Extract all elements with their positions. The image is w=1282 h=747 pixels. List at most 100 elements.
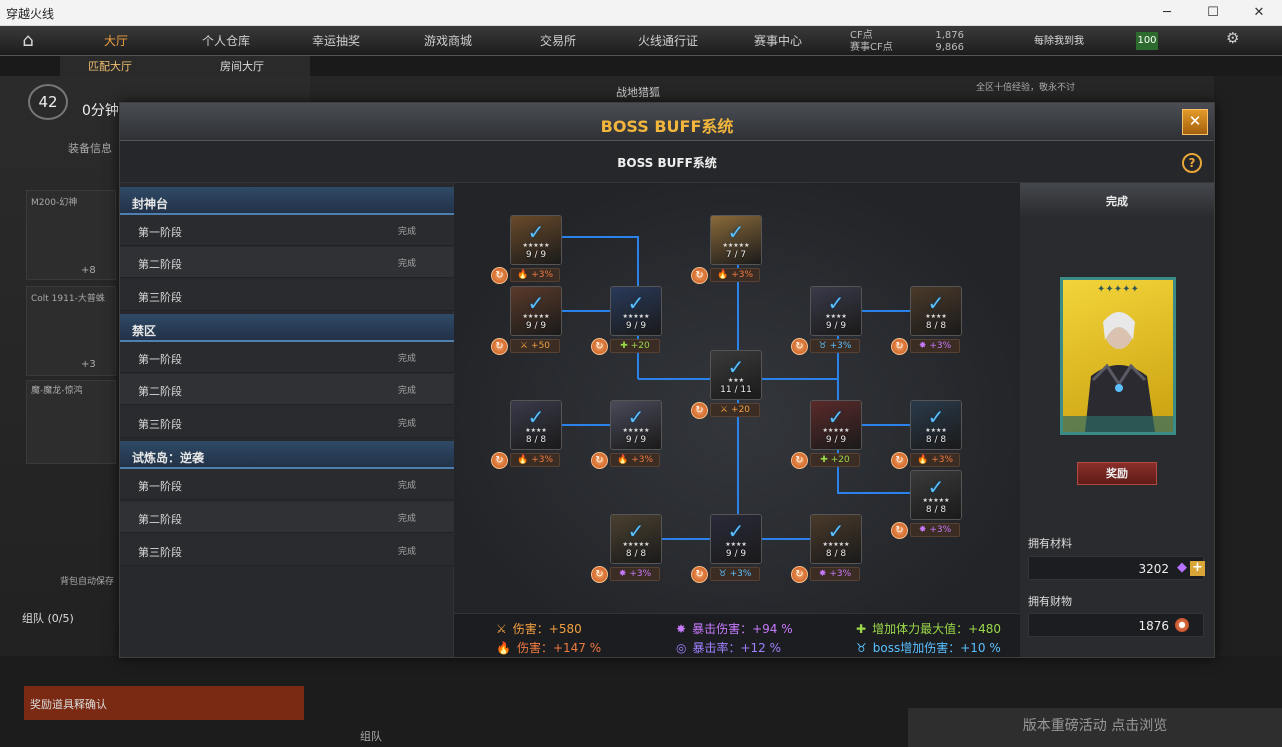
tab-events[interactable]: 赛事中心: [754, 34, 803, 48]
modal-title: BOSS BUFF系统: [600, 117, 734, 136]
boss-reward-card[interactable]: ✦✦✦✦✦: [1060, 277, 1176, 435]
bonus-value: +3%: [929, 341, 952, 351]
weapon-name: M200-幻神: [31, 198, 78, 208]
checkin-text[interactable]: 每除我到我: [1034, 36, 1084, 47]
stage-item[interactable]: 第三阶段 完成: [120, 407, 454, 438]
upgrade-icon[interactable]: ↻: [791, 452, 808, 469]
upgrade-icon[interactable]: ↻: [491, 338, 508, 355]
stage-name: 第一阶段: [138, 226, 182, 239]
weapon-plus: +3: [81, 359, 96, 370]
auto-save-text[interactable]: 背包自动保存: [60, 577, 115, 587]
window-close-button[interactable]: ✕: [1253, 5, 1265, 20]
tab-lobby[interactable]: 大厅: [104, 34, 129, 48]
sword-icon: ⚔: [519, 341, 529, 351]
upgrade-icon[interactable]: ↻: [491, 452, 508, 469]
node-count: 9 / 9: [825, 435, 847, 445]
upgrade-icon[interactable]: ↻: [791, 566, 808, 583]
tab-room-lobby[interactable]: 房间大厅: [220, 60, 264, 73]
upgrade-icon[interactable]: ↻: [591, 452, 608, 469]
upgrade-icon[interactable]: ↻: [691, 566, 708, 583]
buff-node[interactable]: ✓★★★★★8 / 8: [910, 470, 962, 520]
upgrade-icon[interactable]: ↻: [891, 522, 908, 539]
check-icon: ✓: [627, 291, 645, 315]
node-bonus: ♉+3%: [810, 339, 860, 353]
buff-node[interactable]: ✓★★★★★8 / 8: [810, 514, 862, 564]
level-badge: 42: [28, 84, 68, 120]
stage-item[interactable]: 第二阶段 完成: [120, 374, 454, 405]
boss-portrait: [711, 515, 761, 563]
stage-item[interactable]: 第三阶段: [120, 280, 454, 311]
summary-text: 暴击伤害：+94 %: [692, 622, 793, 636]
stage-item[interactable]: 第二阶段 完成: [120, 502, 454, 533]
event-banner[interactable]: 版本重磅活动 点击浏览: [908, 708, 1282, 747]
upgrade-icon[interactable]: ↻: [691, 402, 708, 419]
buff-node[interactable]: ✓★★★★9 / 9: [810, 286, 862, 336]
tab-match-lobby[interactable]: 匹配大厅: [88, 60, 132, 73]
tab-warehouse[interactable]: 个人仓库: [202, 34, 251, 48]
stage-item[interactable]: 第一阶段 完成: [120, 469, 454, 500]
modal-close-button[interactable]: ✕: [1182, 109, 1208, 135]
buff-node[interactable]: ✓★★★★8 / 8: [510, 400, 562, 450]
buff-node[interactable]: ✓★★★★★7 / 7: [710, 215, 762, 265]
reward-button[interactable]: 奖励: [1077, 462, 1157, 485]
boss-portrait: [511, 216, 561, 264]
buff-node[interactable]: ✓★★★★★9 / 9: [810, 400, 862, 450]
node-stars: ★★★★★: [922, 497, 950, 504]
upgrade-icon[interactable]: ↻: [791, 338, 808, 355]
fire-icon: 🔥: [916, 455, 929, 465]
upgrade-icon[interactable]: ↻: [591, 338, 608, 355]
wealth-value: 1876: [1138, 619, 1169, 633]
node-stars: ★★★★: [925, 427, 947, 434]
buff-node[interactable]: ✓★★★★★8 / 8: [610, 514, 662, 564]
buff-node[interactable]: ✓★★★★★9 / 9: [510, 215, 562, 265]
bonus-value: +3%: [631, 455, 654, 465]
tab-battle-pass[interactable]: 火线通行证: [638, 34, 699, 48]
bonus-value: +20: [630, 341, 650, 351]
weapon-tile[interactable]: Colt 1911-大普蛛 +3: [26, 286, 116, 376]
buff-node[interactable]: ✓★★★★★9 / 9: [610, 286, 662, 336]
tab-exchange[interactable]: 交易所: [540, 34, 577, 48]
upgrade-icon[interactable]: ↻: [891, 452, 908, 469]
buff-node[interactable]: ✓★★★★8 / 8: [910, 286, 962, 336]
buff-node[interactable]: ✓★★★★9 / 9: [710, 514, 762, 564]
reward-confirm-button[interactable]: 奖励道具释确认: [24, 686, 304, 720]
node-stars: ★★★★: [925, 313, 947, 320]
buff-node[interactable]: ✓★★★★★9 / 9: [510, 286, 562, 336]
weapon-tile[interactable]: 魔-魔龙-惊鸿: [26, 380, 116, 464]
team-bottom[interactable]: 组队: [360, 730, 382, 743]
stage-item[interactable]: 第一阶段 完成: [120, 342, 454, 373]
minimize-button[interactable]: ─: [1163, 5, 1171, 20]
upgrade-icon[interactable]: ↻: [691, 267, 708, 284]
boss-buff-modal: BOSS BUFF系统 ✕ BOSS BUFF系统 ? 封神台 第一阶段 完成 …: [119, 102, 1215, 658]
upgrade-icon[interactable]: ↻: [491, 267, 508, 284]
stage-group-header[interactable]: 禁区: [120, 314, 454, 342]
equip-info[interactable]: 装备信息: [68, 142, 112, 155]
upgrade-icon[interactable]: ↻: [591, 566, 608, 583]
notice-text: 全区十倍经验，敬永不讨: [976, 83, 1076, 93]
buff-node[interactable]: ✓★★★11 / 11: [710, 350, 762, 400]
upgrade-icon[interactable]: ↻: [891, 338, 908, 355]
coin-icon: ●: [1175, 618, 1189, 632]
stage-status: 完成: [398, 259, 417, 269]
settings-icon[interactable]: ⚙: [1226, 29, 1240, 47]
stage-item[interactable]: 第二阶段 完成: [120, 247, 454, 278]
stage-item[interactable]: 第三阶段 完成: [120, 535, 454, 566]
tab-lucky-draw[interactable]: 幸运抽奖: [312, 34, 361, 48]
stage-group-header[interactable]: 试炼岛：逆袭: [120, 441, 454, 469]
home-icon[interactable]: ⌂: [22, 30, 34, 51]
node-count: 9 / 9: [525, 250, 547, 260]
tab-shop[interactable]: 游戏商城: [424, 34, 473, 48]
buff-node[interactable]: ✓★★★★★9 / 9: [610, 400, 662, 450]
bonus-value: +3%: [929, 525, 952, 535]
help-icon[interactable]: ?: [1182, 153, 1202, 173]
maximize-button[interactable]: ☐: [1207, 5, 1219, 20]
stage-item[interactable]: 第一阶段 完成: [120, 215, 454, 246]
bonus-value: +3%: [731, 270, 754, 280]
stage-group-header[interactable]: 封神台: [120, 187, 454, 215]
check-icon: ✓: [827, 519, 845, 543]
add-materials-button[interactable]: +: [1190, 561, 1205, 576]
node-count: 8 / 8: [525, 435, 547, 445]
weapon-tile[interactable]: M200-幻神 +8: [26, 190, 116, 280]
buff-node[interactable]: ✓★★★★8 / 8: [910, 400, 962, 450]
crit-icon: ✸: [918, 525, 927, 535]
